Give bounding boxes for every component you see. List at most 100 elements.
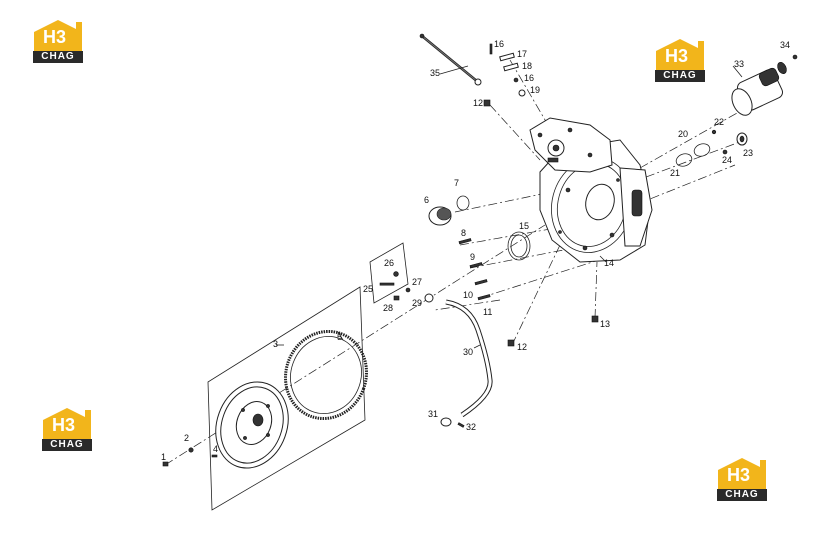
assembly-axis [594,261,598,319]
logo-bottom-text: CHAG [655,70,705,82]
screw [489,43,493,55]
callout-33: 33 [734,59,744,69]
callout-31: 31 [428,409,438,419]
callout-18: 18 [522,61,532,71]
clamp [424,293,434,303]
callout-19: 19 [530,85,540,95]
bracket-group-frame [369,242,409,304]
bolt [477,294,491,301]
flywheel [215,381,289,469]
assembly-axis [509,59,549,126]
callout-11: 11 [483,307,492,317]
logo-house-icon [656,39,704,71]
bracket-bolt [393,271,399,277]
bolt [469,262,483,269]
bolt [711,129,717,135]
bolt [458,238,472,245]
logo-house-icon [718,458,766,490]
assembly-axis [634,164,736,206]
control-cable [419,33,482,86]
callout-20: 20 [678,129,688,139]
callout-10: 10 [463,290,473,300]
brand-logo: H3 CHAG [714,456,770,502]
dowel-pin [211,454,218,458]
callout-23: 23 [743,148,753,158]
o-ring [456,195,470,211]
bolt [162,461,169,467]
callout-26: 26 [384,258,394,268]
upper-housing [529,117,613,173]
callout-12-upper: 12 [473,98,483,108]
washer [722,149,728,155]
dipstick-tube [445,299,493,418]
washer [518,89,526,97]
bracket-bolt [379,282,395,286]
logo-top-text: H3 [52,415,76,435]
logo-bottom-text: CHAG [42,439,92,451]
assembly-axis [434,299,501,311]
gasket-ring [675,153,693,167]
gasket [499,52,515,62]
callout-1: 1 [161,452,166,462]
bolt [474,279,488,286]
oil-seal [507,231,531,261]
callout-35: 35 [430,68,440,78]
logo-top-text: H3 [727,465,751,485]
callout-22: 22 [714,117,724,127]
nut [591,315,599,323]
callout-32: 32 [466,422,476,432]
callout-30: 30 [463,347,473,357]
callout-16-lower: 16 [524,73,534,83]
nut [507,339,515,347]
assembly-axis [479,257,606,299]
logo-top-text: H3 [43,27,67,47]
assembly-axis [489,104,541,161]
logo-bottom-text: CHAG [33,51,83,63]
brand-logo: H3 CHAG [30,18,86,64]
washer [513,77,519,83]
tube-screw [457,422,465,428]
starter-motor [731,62,787,116]
plug [736,132,748,146]
callout-7: 7 [454,178,459,188]
bracket-nut [393,295,400,301]
callout-16: 16 [494,39,504,49]
tube-clip [440,417,452,427]
logo-house-icon [34,20,82,52]
gasket [503,62,519,72]
leader-lines [276,65,743,349]
nut [483,99,491,107]
callout-9: 9 [470,252,475,262]
bracket-washer [405,287,411,293]
callout-15: 15 [519,221,529,231]
logo-house-icon [43,408,91,440]
callout-21: 21 [670,168,680,178]
callout-14: 14 [604,258,614,268]
ring-gear [284,329,368,421]
callout-27: 27 [412,277,422,287]
callout-5: 5 [337,332,342,342]
logo-top-text: H3 [665,46,689,66]
assembly-axis [511,244,561,346]
brand-logo: H3 CHAG [652,37,708,83]
callout-29: 29 [412,298,422,308]
callout-6: 6 [424,195,429,205]
callout-34: 34 [780,40,790,50]
callout-4: 4 [213,444,218,454]
callout-28: 28 [383,303,393,313]
terminal-bolt [792,54,798,60]
callout-25: 25 [363,284,373,294]
callout-12: 12 [517,342,527,352]
cover-cap [428,206,452,226]
gasket-ring [693,143,711,157]
brand-logo: H3 CHAG [39,406,95,452]
callout-13: 13 [600,319,610,329]
callout-24: 24 [722,155,732,165]
flywheel-group-frame [207,286,366,511]
callout-2: 2 [184,433,189,443]
callout-8: 8 [461,228,466,238]
callout-17: 17 [517,49,527,59]
logo-bottom-text: CHAG [717,489,767,501]
assembly-axis [629,139,746,184]
